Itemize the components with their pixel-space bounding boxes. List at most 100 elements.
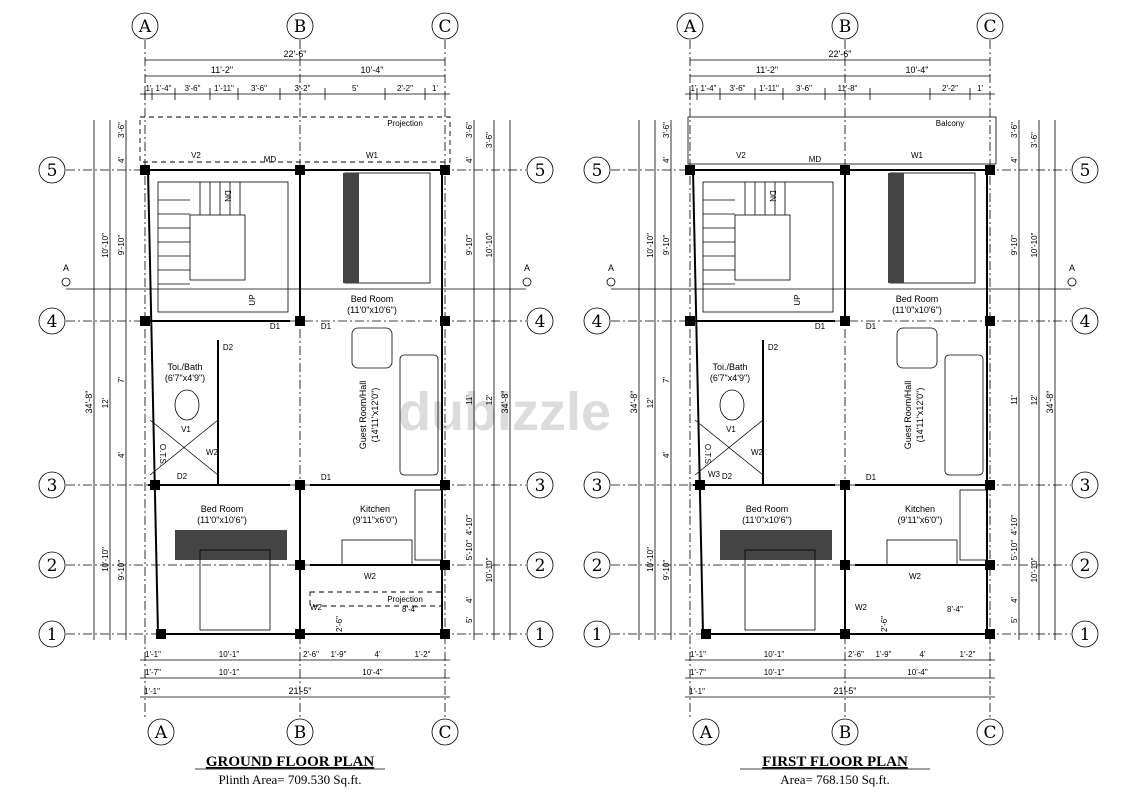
structural-column <box>985 480 995 490</box>
structural-column <box>150 480 160 490</box>
grid-label-bottom-C: C <box>983 723 996 743</box>
dim-left-inner-5: 9'-10" <box>662 560 671 581</box>
grid-bubble-top-B <box>286 12 314 40</box>
section-mark-left: A <box>608 263 614 273</box>
plan-title: GROUND FLOOR PLAN <box>206 754 375 770</box>
tag-d2-b: D2 <box>722 472 733 481</box>
grid-label-right-2: 2 <box>535 556 546 576</box>
structural-column <box>985 316 995 326</box>
dim-seg-7: 2'-2" <box>397 84 413 93</box>
dim-right-half: 10'-4" <box>906 65 929 75</box>
stair-well <box>734 214 791 281</box>
projection-outline <box>139 116 451 163</box>
structural-column <box>840 165 850 175</box>
plan-title: FIRST FLOOR PLAN <box>762 754 908 770</box>
grid-bubble-right-2 <box>1071 551 1099 579</box>
grid-bubble-top-C <box>976 12 1004 40</box>
bed-2-wardrobe <box>720 530 832 560</box>
dim-seg-7: 2'-2" <box>942 84 958 93</box>
grid-label-right-1: 1 <box>1080 625 1091 645</box>
structural-column <box>295 480 305 490</box>
bottom-label: Projection <box>387 595 423 604</box>
dim-seg-6: 5' <box>352 84 358 93</box>
dim-bottom-1-4: 4' <box>375 650 381 659</box>
grid-bubble-left-3 <box>583 471 611 499</box>
grid-label-bottom-B: B <box>294 723 307 743</box>
structural-column <box>440 316 450 326</box>
dim-seg-1: 1'-4" <box>701 84 717 93</box>
structural-column <box>840 629 850 639</box>
dim-left-half: 11'-2" <box>211 65 233 75</box>
grid-label-right-4: 4 <box>1080 312 1091 332</box>
dim-seg-4: 3'-6" <box>796 84 812 93</box>
tag-v2: V2 <box>191 151 201 160</box>
ots-cross <box>694 419 764 476</box>
dim-right-inner-4: 4'-10" <box>465 515 474 536</box>
structural-column <box>140 316 150 326</box>
dim-right-outer: 34'-8" <box>500 391 510 414</box>
room-guest-name: Guest Room/Hall <box>358 381 368 450</box>
dim-left-inner-3: 7' <box>662 377 671 383</box>
grid-bubble-left-2 <box>583 551 611 579</box>
grid-bubble-bottom-C <box>431 718 459 746</box>
grid-label-left-5: 5 <box>592 161 603 181</box>
structural-column <box>140 165 150 175</box>
tag-up: UP <box>248 294 257 305</box>
dim-bottom-1-1: 10'-1" <box>219 650 240 659</box>
dim-right-mid-3: 10'-10" <box>485 557 494 582</box>
dim-seg-5: 11'-8" <box>838 84 858 93</box>
section-mark-right: A <box>524 263 530 273</box>
tag-w1: W1 <box>366 151 379 160</box>
kitchen-sink-counter <box>341 539 413 566</box>
dim-left-mid-2: 10'-10" <box>101 547 110 572</box>
tag-d2-a: D2 <box>768 343 779 352</box>
projection-outline-bottom <box>309 591 443 607</box>
room-kitchen-size: (9'11"x6'0") <box>353 515 398 525</box>
grid-bubble-top-C <box>431 12 459 40</box>
grid-bubble-left-4 <box>583 307 611 335</box>
room-ots: O.T.S. <box>703 444 712 466</box>
dim-seg-3: 1'-11" <box>214 84 234 93</box>
grid-bubble-top-B <box>831 12 859 40</box>
dim-bottom-1-1: 10'-1" <box>764 650 785 659</box>
grid-bubble-bottom-B <box>831 718 859 746</box>
room-toilet-name: Toi./Bath <box>712 362 747 372</box>
plan-subtitle: Plinth Area= 709.530 Sq.ft. <box>218 772 361 787</box>
grid-bubble-top-A <box>676 12 704 40</box>
sofa <box>399 354 439 476</box>
tag-v2: V2 <box>736 151 746 160</box>
grid-bubble-bottom-A <box>147 718 175 746</box>
room-bed2-name: Bed Room <box>746 504 789 514</box>
grid-bubble-right-4 <box>1071 307 1099 335</box>
top-label: Balcony <box>936 119 964 128</box>
grid-label-right-5: 5 <box>535 161 546 181</box>
structural-column <box>440 165 450 175</box>
grid-label-left-2: 2 <box>592 556 603 576</box>
structural-column <box>840 560 850 570</box>
grid-label-bottom-C: C <box>438 723 451 743</box>
top-label: Projection <box>387 119 423 128</box>
room-toilet-size: (6'7"x4'9") <box>165 373 205 383</box>
dim-right-half: 10'-4" <box>361 65 384 75</box>
grid-bubble-right-5 <box>1071 156 1099 184</box>
dim-left-inner-2: 9'-10" <box>117 235 126 256</box>
grid-label-top-B: B <box>294 17 307 37</box>
tag-dn: DN <box>768 190 777 202</box>
dim-right-mid-1: 10'-10" <box>485 232 494 257</box>
dim-bottom-1-5: 1'-2" <box>960 650 976 659</box>
structural-column <box>295 165 305 175</box>
dim-right-mid-2: 12' <box>1030 394 1039 405</box>
dim-seg-8: 1' <box>977 84 983 93</box>
dim-left-mid-2: 10'-10" <box>646 547 655 572</box>
section-marker-left <box>61 277 71 287</box>
tag-md: MD <box>809 155 822 164</box>
dim-right-mid-0: 3'-6" <box>485 132 494 148</box>
grid-label-right-3: 3 <box>535 476 546 496</box>
grid-label-right-2: 2 <box>1080 556 1091 576</box>
dim-right-mid-1: 10'-10" <box>1030 232 1039 257</box>
ots-cross <box>149 419 219 476</box>
dim-left-inner-4: 4' <box>662 452 671 458</box>
